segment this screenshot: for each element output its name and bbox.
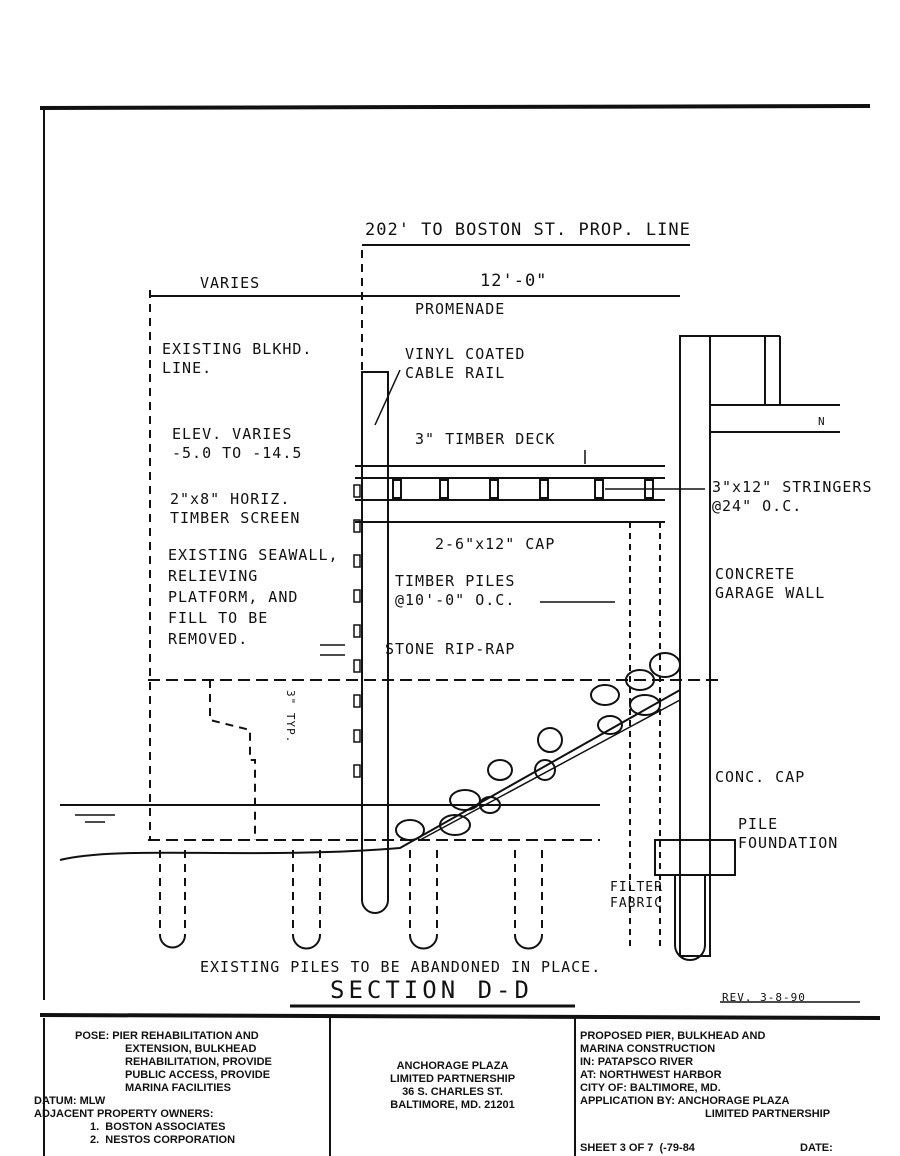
existing-bulkhead-label: EXISTING BLKHD.LINE. — [162, 340, 313, 377]
stringers — [392, 479, 654, 499]
existing-piles — [159, 850, 543, 935]
timber-screen-label: 2"x8" HORIZ.TIMBER SCREEN — [170, 490, 301, 527]
stringers-label: 3"x12" STRINGERS@24" O.C. — [712, 478, 873, 515]
existing-piles-label: EXISTING PILES TO BE ABANDONED IN PLACE. — [200, 958, 602, 976]
timber-deck-label: 3" TIMBER DECK — [415, 430, 556, 448]
timber-piles-label: TIMBER PILES@10'-0" O.C. — [395, 572, 516, 609]
overall-dimension: 202' TO BOSTON ST. PROP. LINE — [365, 220, 691, 240]
concrete-garage-wall — [679, 335, 711, 957]
pile-foundation — [654, 839, 736, 876]
elevation-label: ELEV. VARIES-5.0 TO -14.5 — [172, 425, 303, 462]
typical-spacing-label: 3" TYP. — [284, 690, 297, 744]
datum-text: DATUM: MLW — [34, 1095, 106, 1107]
rail-post-pile — [361, 371, 389, 914]
promenade-width: 12'-0" — [480, 271, 548, 291]
foundation-pile — [674, 875, 706, 961]
sheet-number: SHEET 3 OF 7 (-79-84 — [580, 1142, 695, 1154]
stone-rip-rap — [395, 652, 681, 841]
title-block-border — [39, 1013, 881, 1020]
conc-cap-label: CONC. CAP — [715, 768, 806, 786]
date-label: DATE: — [800, 1142, 833, 1154]
north-arrow: N — [818, 415, 826, 428]
timber-screen — [353, 484, 361, 778]
section-title: SECTION D-D — [330, 976, 533, 1004]
promenade-label: PROMENADE — [415, 300, 506, 318]
mudline — [59, 689, 681, 861]
filter-fabric — [419, 699, 681, 841]
cap-label: 2-6"x12" CAP — [435, 535, 556, 553]
border-top — [39, 104, 871, 110]
varies-dimension: VARIES — [200, 274, 261, 292]
rip-rap-label: STONE RIP-RAP — [385, 640, 516, 658]
existing-seawall — [209, 680, 256, 840]
revision-note: REV. 3-8-90 — [722, 991, 806, 1004]
adjacent-owners-heading: ADJACENT PROPERTY OWNERS: — [34, 1108, 214, 1120]
